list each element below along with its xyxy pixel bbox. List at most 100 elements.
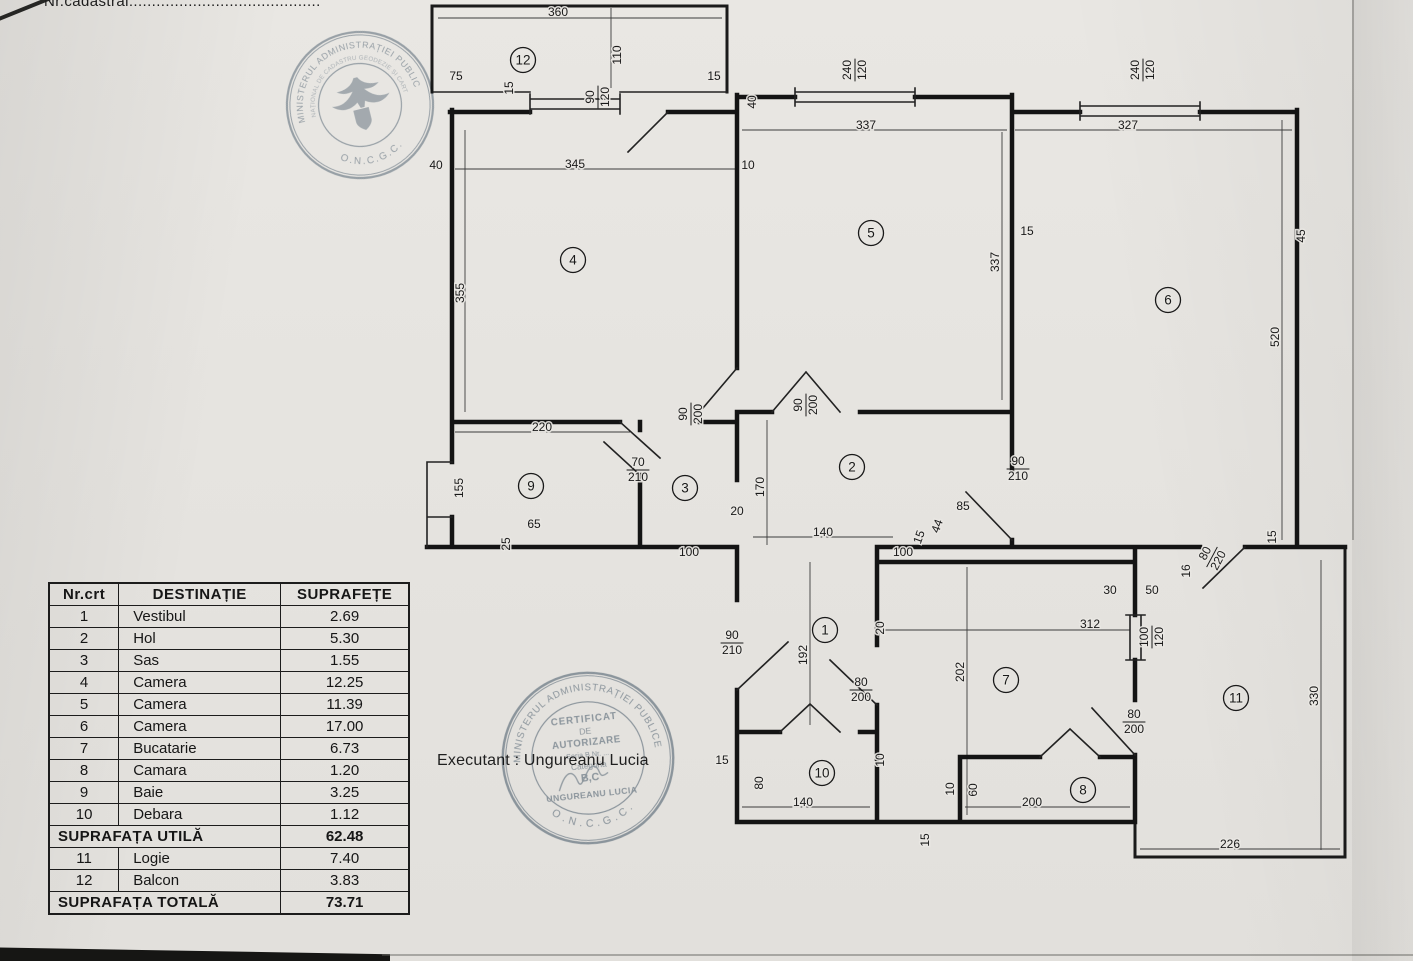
table-cell: 2.69: [280, 605, 410, 628]
dimension-label: 226: [1218, 836, 1241, 853]
cert-line: Seria B Nr. ...: [566, 748, 610, 761]
dimension-label: 40: [744, 94, 761, 111]
room-number: 8: [1069, 776, 1097, 804]
dimension-label: 100: [891, 544, 914, 561]
room-number: 7: [992, 666, 1020, 694]
dimension-label: 155: [451, 476, 468, 499]
nr-cadastral-label: Nr.cadastral:...........................…: [44, 0, 321, 10]
svg-text:210: 210: [1008, 469, 1028, 483]
svg-text:10: 10: [873, 753, 887, 767]
table-cell: 3: [48, 649, 120, 672]
dimension-label: 30: [1102, 582, 1119, 599]
svg-text:45: 45: [1294, 229, 1308, 243]
svg-text:345: 345: [565, 157, 585, 171]
dimension-label: 16: [1178, 563, 1195, 580]
svg-text:110: 110: [610, 45, 624, 64]
svg-text:355: 355: [453, 283, 467, 303]
dimension-label: 15: [917, 832, 934, 849]
svg-text:80: 80: [1196, 544, 1215, 563]
svg-text:MINISTERUL ADMINISTRAȚIEI PUBL: MINISTERUL ADMINISTRAȚIEI PUBLICE: [264, 9, 424, 128]
dimension-label: 80: [751, 775, 768, 792]
svg-text:15: 15: [1265, 530, 1279, 544]
dimension-label: 20: [729, 503, 746, 520]
svg-text:16: 16: [1179, 564, 1193, 578]
table-cell: 8: [48, 759, 120, 782]
table-cell: 3.25: [280, 781, 410, 804]
table-cell: 3.83: [280, 869, 410, 892]
table-cell: 11.39: [280, 693, 410, 716]
svg-text:200: 200: [1124, 722, 1144, 736]
svg-text:360: 360: [548, 5, 568, 19]
ministry-round-stamp: MINISTERUL ADMINISTRAȚIEI PUBLICE OFICIU…: [264, 9, 435, 180]
svg-text:75: 75: [449, 69, 463, 83]
svg-text:80: 80: [854, 675, 868, 689]
room-number: 12: [509, 46, 537, 74]
svg-text:155: 155: [452, 478, 466, 498]
svg-text:85: 85: [956, 499, 970, 513]
cert-line: B,C: [580, 771, 600, 785]
dimension-label: 337: [854, 117, 877, 134]
table-cell: Camera: [118, 671, 282, 694]
room-number: 5: [857, 219, 885, 247]
table-cell: 12: [48, 869, 120, 892]
dimension-label: 25: [498, 536, 515, 553]
stamp-mid-ring: [505, 675, 671, 841]
stamp-outer-ring: [501, 671, 675, 845]
svg-text:15: 15: [707, 69, 721, 83]
svg-text:120: 120: [855, 60, 869, 80]
certification-stamp: MINISTERUL ADMINISTRAȚIEI PUBLICE O.N.C.…: [501, 671, 675, 845]
svg-text:20: 20: [730, 504, 744, 518]
dimension-label: 220: [530, 419, 553, 436]
svg-text:O.N.C.G.C.: O.N.C.G.C.: [549, 798, 640, 834]
table-cell: 9: [48, 781, 120, 804]
svg-text:240: 240: [1128, 60, 1142, 80]
table-cell: Sas: [118, 649, 282, 672]
table-cell: 4: [48, 671, 120, 694]
svg-text:120: 120: [598, 87, 612, 107]
dimension-label: 15: [714, 752, 731, 769]
svg-text:30: 30: [1103, 583, 1117, 597]
svg-text:90: 90: [791, 398, 805, 412]
dimension-label: 192: [795, 643, 812, 666]
room-number: 11: [1222, 684, 1250, 712]
col-header-destinatie: DESTINAȚIE: [118, 582, 282, 606]
dimension-label: 520: [1267, 325, 1284, 348]
svg-text:337: 337: [988, 252, 1002, 272]
table-header-row: Nr.crt DESTINAȚIE SUPRAFEȚE: [48, 582, 410, 606]
svg-text:120: 120: [1143, 60, 1157, 80]
dimension-label: 140: [791, 794, 814, 811]
table-cell: Balcon: [118, 869, 282, 892]
dimension-label: 312: [1078, 616, 1101, 633]
stamp-inner-ring: [317, 62, 403, 148]
room-number: 4: [559, 246, 587, 274]
room-number: 6: [1154, 286, 1182, 314]
svg-text:220: 220: [532, 420, 552, 434]
svg-text:140: 140: [813, 525, 833, 539]
table-cell: 2: [48, 627, 120, 650]
dimension-label: 20: [872, 620, 889, 637]
svg-text:50: 50: [1145, 583, 1159, 597]
dimension-label: 10: [872, 752, 889, 769]
table-cell: 17.00: [280, 715, 410, 738]
svg-text:90: 90: [676, 407, 690, 421]
svg-text:70: 70: [631, 455, 645, 469]
table-cell: Camara: [118, 759, 282, 782]
svg-text:10: 10: [943, 782, 957, 796]
svg-text:65: 65: [527, 517, 541, 531]
dimension-label: 200: [1020, 794, 1043, 811]
svg-text:200: 200: [1022, 795, 1042, 809]
table-cell: 10: [48, 803, 120, 826]
dimension-label: 10: [740, 157, 757, 174]
